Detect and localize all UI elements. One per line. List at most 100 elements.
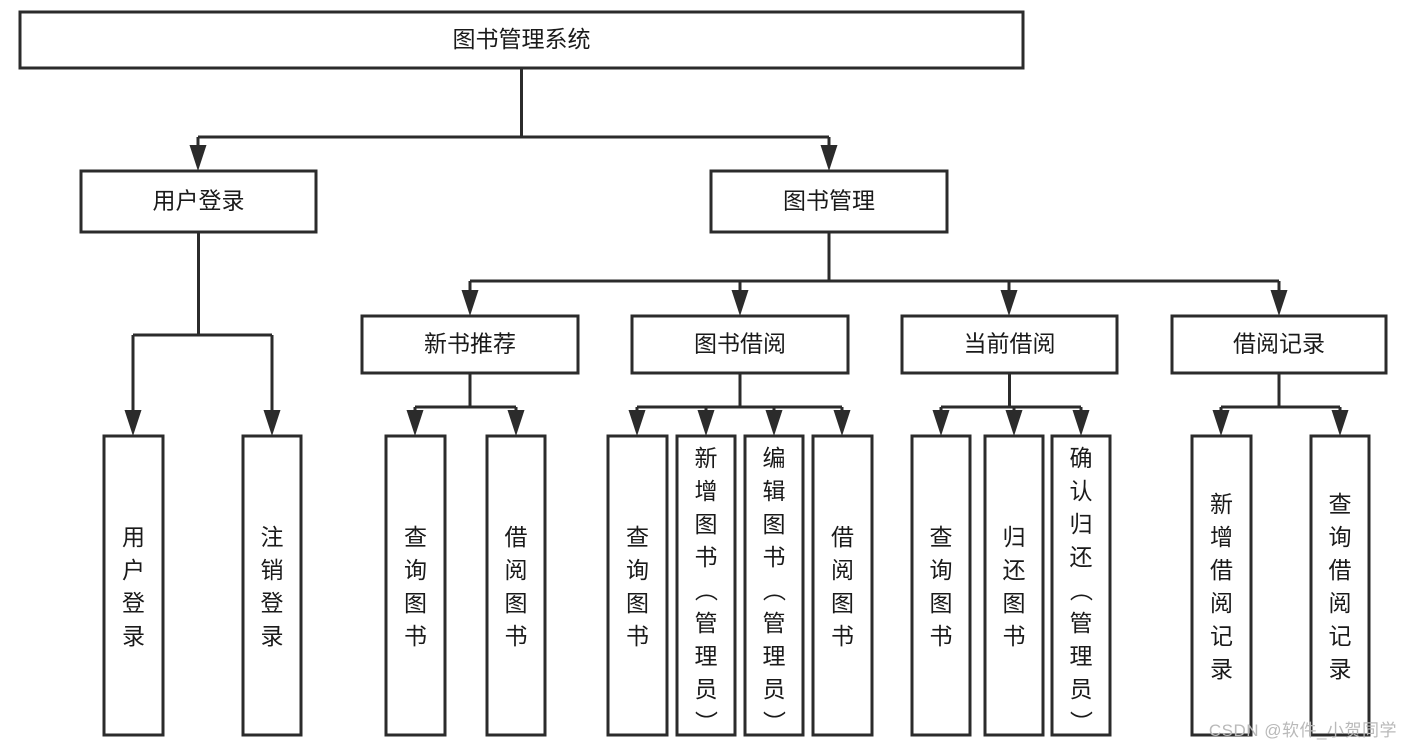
arrow-head-icon [507, 410, 525, 436]
edge-group-recommend-to-leaves [406, 373, 525, 436]
node-label-char: 询 [930, 557, 953, 583]
arrow-head-icon [1072, 410, 1090, 436]
node-label-char: 用 [122, 524, 145, 550]
node-label-char: 新 [695, 445, 718, 471]
node-root[interactable]: 图书管理系统 [18, 10, 1025, 70]
node-label-char: 新 [1210, 491, 1233, 517]
node-label-char: 销 [261, 557, 284, 583]
node-label-char: 确 [1070, 445, 1093, 471]
node-label-char: 图 [831, 590, 854, 616]
arrow-head-icon [697, 410, 715, 436]
node-label-char: 登 [122, 590, 145, 616]
node-label-char: 增 [1210, 524, 1233, 550]
arrow-head-icon [731, 290, 749, 316]
node-label-char: 书 [626, 623, 649, 649]
edge-group-book-manage-to-level3 [461, 232, 1288, 316]
edge-group-borrow-to-leaves [628, 373, 851, 436]
node-label-char: 图 [626, 590, 649, 616]
arrow-head-icon [1000, 290, 1018, 316]
arrow-head-icon [461, 290, 479, 316]
node-label-char: 借 [831, 524, 854, 550]
node-label-char: 书 [1003, 623, 1026, 649]
arrow-head-icon [1005, 410, 1023, 436]
arrow-head-icon [1331, 410, 1349, 436]
node-label-char: 员 [1070, 676, 1093, 702]
arrow-head-icon [820, 145, 838, 171]
node-label-char: 员 [695, 676, 718, 702]
edges-layer [124, 68, 1349, 436]
node-label-char: 阅 [1210, 590, 1233, 616]
node-label-char: 归 [1070, 511, 1093, 537]
node-label-char: 借 [1329, 557, 1352, 583]
node-label-char: 书 [404, 623, 427, 649]
node-user-login[interactable]: 用户登录 [79, 169, 318, 234]
node-label-char: 户 [122, 557, 145, 583]
node-label-char: ） [761, 711, 787, 734]
node-label-char: 书 [831, 623, 854, 649]
node-label-char: 认 [1070, 478, 1093, 504]
node-label-char: 增 [695, 478, 718, 504]
node-label-char: 理 [763, 643, 786, 669]
node-label-char: 查 [1329, 491, 1352, 517]
node-label-char: 录 [122, 623, 145, 649]
node-label-char: 借 [505, 524, 528, 550]
node-label-char: 录 [1210, 656, 1233, 682]
node-label: 借阅记录 [1233, 331, 1325, 357]
node-label-char: 阅 [831, 557, 854, 583]
node-label-char: ） [693, 711, 719, 734]
node-leaf-user-login[interactable]: 用户登录 [102, 434, 165, 737]
nodes-layer: 图书管理系统用户登录图书管理新书推荐图书借阅当前借阅借阅记录用户登录注销登录查询… [18, 10, 1388, 737]
node-label-char: 查 [404, 524, 427, 550]
node-label-char: 记 [1329, 623, 1352, 649]
node-label-char: 查 [930, 524, 953, 550]
arrow-head-icon [189, 145, 207, 171]
arrow-head-icon [1212, 410, 1230, 436]
node-label-char: 询 [626, 557, 649, 583]
node-label: 当前借阅 [964, 331, 1056, 357]
node-label-char: 询 [404, 557, 427, 583]
node-label-char: 图 [1003, 590, 1026, 616]
node-label-char: 书 [695, 544, 718, 570]
node-label-char: 还 [1070, 544, 1093, 570]
node-label-char: 管 [763, 610, 786, 636]
node-label-char: （ [1068, 579, 1094, 602]
node-label-char: （ [761, 579, 787, 602]
node-label-char: 书 [505, 623, 528, 649]
node-label: 图书借阅 [694, 331, 786, 357]
arrow-head-icon [833, 410, 851, 436]
node-book-manage[interactable]: 图书管理 [709, 169, 949, 234]
node-label-char: （ [693, 579, 719, 602]
node-current-borrow[interactable]: 当前借阅 [900, 314, 1119, 375]
node-label-char: 图 [763, 511, 786, 537]
node-label-char: 阅 [505, 557, 528, 583]
node-label-char: 员 [763, 676, 786, 702]
node-label: 用户登录 [153, 188, 245, 214]
node-book-borrow[interactable]: 图书借阅 [630, 314, 850, 375]
arrow-head-icon [932, 410, 950, 436]
node-label: 新书推荐 [424, 331, 516, 357]
node-new-book-recommend[interactable]: 新书推荐 [360, 314, 580, 375]
node-label-char: 借 [1210, 557, 1233, 583]
node-label-char: 记 [1210, 623, 1233, 649]
node-label-char: 理 [695, 643, 718, 669]
node-label-char: 图 [930, 590, 953, 616]
node-borrow-record[interactable]: 借阅记录 [1170, 314, 1388, 375]
edge-group-record-to-leaves [1212, 373, 1349, 436]
node-label-char: 理 [1070, 643, 1093, 669]
node-label-char: 编 [763, 445, 786, 471]
node-label-char: 图 [505, 590, 528, 616]
